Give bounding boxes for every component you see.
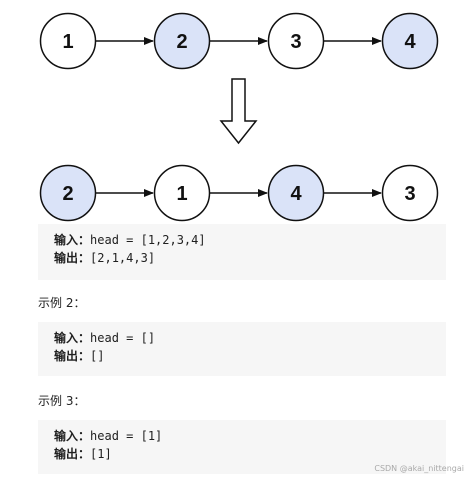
output-value: [] (90, 349, 105, 363)
input-value: head = [] (90, 331, 156, 345)
node-before-3 (267, 12, 325, 70)
example-3-output-row: 输出：[1] (54, 445, 446, 463)
input-value: head = [1,2,3,4] (90, 233, 206, 247)
node-before-4-label: 4 (404, 31, 416, 53)
node-before-3-label: 3 (290, 31, 301, 53)
example-2-block: 输入：head = [] 输出：[] (38, 322, 446, 376)
node-after-4 (381, 164, 439, 222)
node-after-3 (267, 164, 325, 222)
list-after: 2 1 4 3 (39, 164, 439, 222)
node-before-1-label: 1 (62, 31, 73, 53)
input-label: 输入： (54, 233, 91, 247)
output-label: 输出： (54, 447, 91, 461)
example-2-output-row: 输出：[] (54, 347, 446, 365)
example-3-input-row: 输入：head = [1] (54, 427, 446, 445)
node-after-3-label: 4 (290, 183, 302, 205)
output-label: 输出： (54, 349, 91, 363)
input-label: 输入： (54, 331, 91, 345)
example-1-block: 输入：head = [1,2,3,4] 输出：[2,1,4,3] (38, 224, 446, 280)
node-after-2-label: 1 (176, 183, 187, 205)
node-after-4-label: 3 (404, 183, 415, 205)
node-after-1-label: 2 (62, 183, 73, 205)
input-value: head = [1] (90, 429, 163, 443)
example-2-input-row: 输入：head = [] (54, 329, 446, 347)
node-after-2 (153, 164, 211, 222)
node-after-1 (39, 164, 97, 222)
output-value: [1] (90, 447, 112, 461)
node-before-4 (381, 12, 439, 70)
list-before: 1 2 3 4 (39, 12, 439, 70)
example-1-output-row: 输出：[2,1,4,3] (54, 249, 446, 267)
node-before-2 (153, 12, 211, 70)
linked-list-diagram: 1 2 3 4 2 1 4 3 (39, 12, 439, 222)
output-label: 输出： (54, 251, 91, 265)
example-2-heading: 示例 2： (38, 296, 86, 310)
output-value: [2,1,4,3] (90, 251, 156, 265)
input-label: 输入： (54, 429, 91, 443)
node-before-2-label: 2 (176, 31, 187, 53)
down-arrow-icon (219, 78, 258, 145)
example-3-heading: 示例 3： (38, 394, 86, 408)
example-3-block: 输入：head = [1] 输出：[1] (38, 420, 446, 474)
watermark: CSDN @akai_nittengai (374, 464, 464, 473)
node-before-1 (39, 12, 97, 70)
example-1-input-row: 输入：head = [1,2,3,4] (54, 231, 446, 249)
